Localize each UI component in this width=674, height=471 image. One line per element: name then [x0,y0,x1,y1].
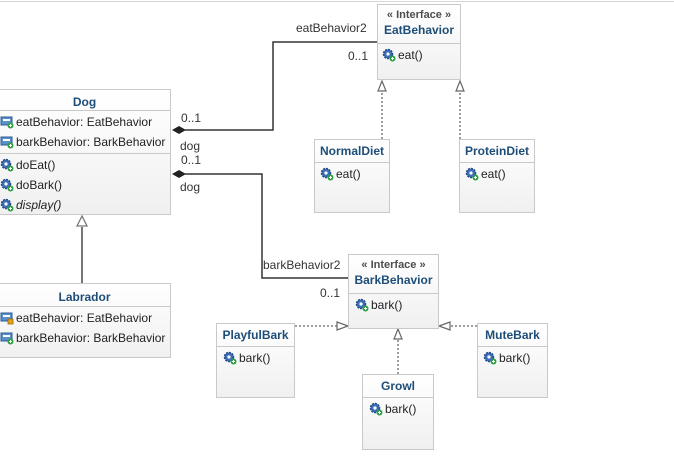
attribute-row[interactable]: barkBehavior: BarkBehavior [0,328,170,348]
operation-row[interactable]: bark() [354,295,438,315]
class-name: ProteinDiet [464,144,529,158]
class-name: Labrador [58,290,111,304]
class-name: Dog [72,95,97,109]
operation-row[interactable]: doBark() [0,175,170,195]
attribute-text: barkBehavior: BarkBehavior [16,135,166,149]
bark-composition-diamond [172,170,186,178]
attribute-field-icon [0,115,14,129]
operation-gear-icon [382,48,396,62]
operation-row[interactable]: bark() [222,348,294,368]
stereotype-label: « Interface » [361,259,426,271]
eat-target-multiplicity: 0..1 [348,49,369,63]
mutebark-realization-arrow [437,321,451,331]
class-name: MuteBark [485,328,540,342]
class-name: PlayfulBark [222,328,289,342]
operation-text: bark() [371,298,403,312]
inherited-attribute-icon [0,311,14,325]
operation-text: eat() [481,167,506,181]
eat-composition-diamond [172,126,186,134]
bark-source-multiplicity: 0..1 [181,153,202,167]
operation-row[interactable]: bark() [482,348,547,368]
operation-text: display() [16,198,62,212]
operation-text: doEat() [16,158,56,172]
operation-text: doBark() [16,178,63,192]
operation-row[interactable]: bark() [368,399,433,419]
class-name: Growl [380,379,415,393]
attribute-text: eatBehavior: EatBehavior [16,115,153,129]
proteindiet-realization-arrow [455,79,465,92]
stereotype-label: « Interface » [386,9,452,21]
top-divider [0,1,674,2]
class-mute-bark[interactable]: MuteBark bark() [477,323,548,398]
operation-text: eat() [398,48,423,62]
operation-text: bark() [239,351,271,365]
eat-association-line[interactable] [185,41,377,131]
normaldiet-realization-arrow [377,79,387,92]
class-labrador[interactable]: Labrador eatBehavior: EatBehavior barkBe… [0,283,171,358]
attribute-row[interactable]: eatBehavior: EatBehavior [0,308,170,328]
operation-text: bark() [385,402,417,416]
eat-source-multiplicity: 0..1 [181,111,202,125]
bark-target-multiplicity: 0..1 [320,286,341,300]
attribute-field-icon [0,331,14,345]
operation-text: eat() [336,167,361,181]
class-growl[interactable]: Growl bark() [362,374,434,450]
growl-realization-arrow [393,327,403,340]
class-playful-bark[interactable]: PlayfulBark bark() [216,323,295,398]
class-protein-diet[interactable]: ProteinDiet eat() [459,139,535,213]
interface-eat-behavior[interactable]: « Interface » EatBehavior eat() [377,4,461,80]
operation-gear-icon [369,402,383,416]
class-name: BarkBehavior [354,273,433,287]
operation-gear-icon [465,167,479,181]
operation-row[interactable]: doEat() [0,155,170,175]
class-name: NormalDiet [319,144,384,158]
class-normal-diet[interactable]: NormalDiet eat() [314,139,390,213]
operation-gear-icon [483,351,497,365]
labrador-inheritance-arrow [75,214,89,227]
eat-role-label: eatBehavior2 [296,21,367,35]
operation-gear-icon [355,298,369,312]
operation-row[interactable]: eat() [464,164,534,184]
eat-source-role: dog [180,139,201,153]
interface-bark-behavior[interactable]: « Interface » BarkBehavior bark() [348,254,439,329]
class-dog[interactable]: Dog eatBehavior: EatBehavior barkBehavio… [0,89,171,215]
operation-row[interactable]: display() [0,195,170,215]
operation-row[interactable]: eat() [319,164,389,184]
bark-role-label: barkBehavior2 [263,258,341,272]
operation-text: bark() [499,351,531,365]
operation-gear-icon [0,158,14,172]
attribute-text: eatBehavior: EatBehavior [16,311,153,325]
attribute-text: barkBehavior: BarkBehavior [16,331,166,345]
attribute-field-icon [0,135,14,149]
class-name: EatBehavior [383,23,455,37]
operation-gear-icon [0,198,14,212]
operation-gear-icon [223,351,237,365]
operation-gear-icon [0,178,14,192]
operation-row[interactable]: eat() [381,45,460,65]
playfulbark-realization-arrow [336,321,350,331]
attribute-row[interactable]: eatBehavior: EatBehavior [0,112,170,132]
bark-source-role: dog [180,180,201,194]
operation-gear-icon [320,167,334,181]
bark-association-line[interactable] [185,173,348,279]
attribute-row[interactable]: barkBehavior: BarkBehavior [0,132,170,152]
